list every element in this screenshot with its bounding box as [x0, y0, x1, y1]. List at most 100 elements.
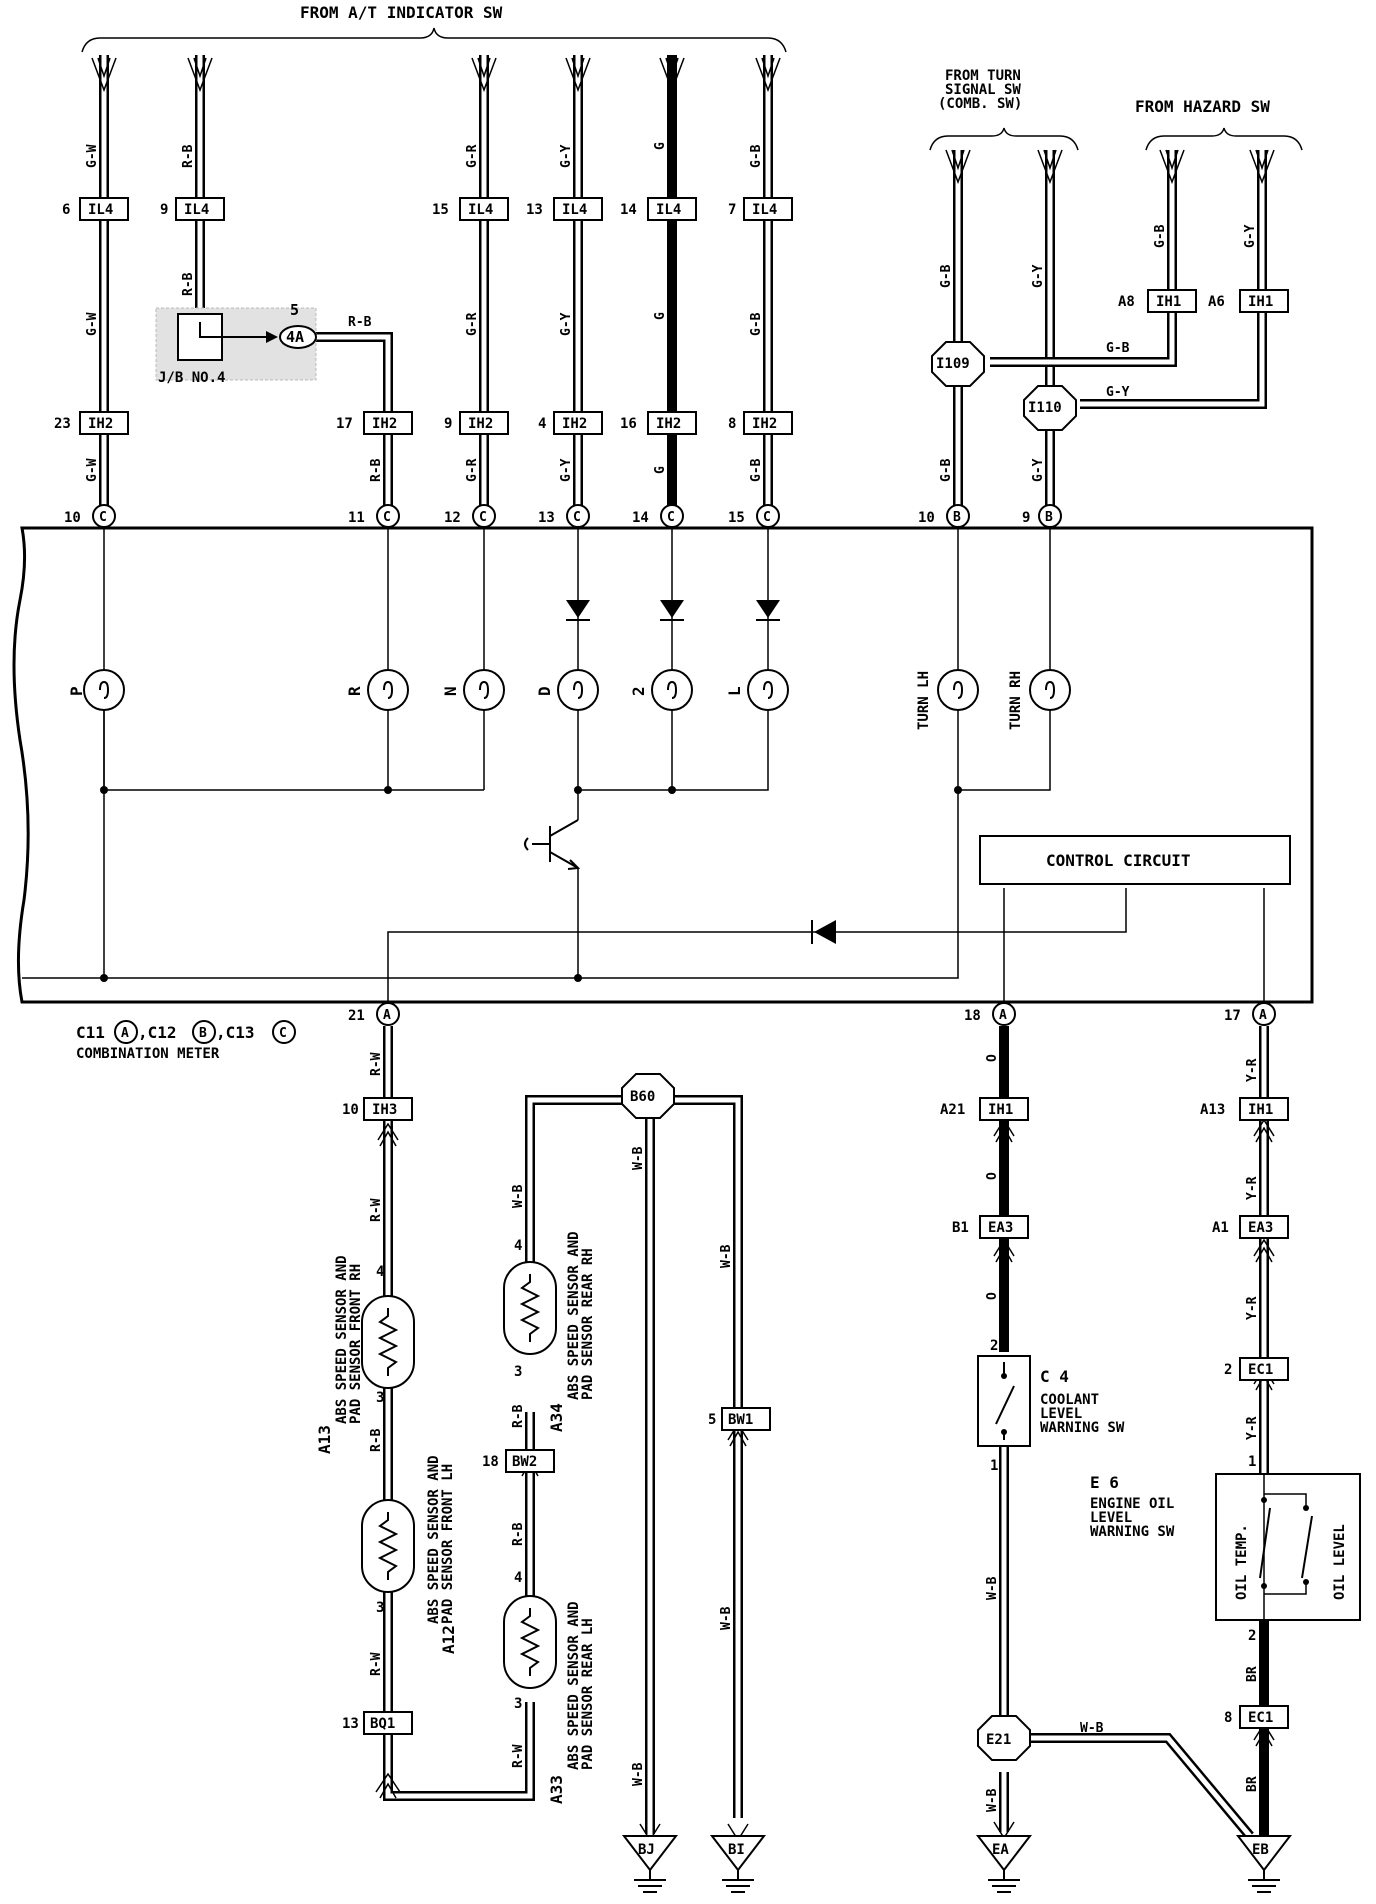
indicator-lamps: P R N D 2 L TURN LH TURN RH — [67, 669, 1071, 730]
svg-text:8: 8 — [1224, 1710, 1232, 1726]
svg-text:C: C — [573, 510, 581, 525]
wire-label-gy-1: G-Y — [559, 144, 574, 168]
meter-internal-wiring — [22, 527, 1265, 1016]
junction-b60: B60 — [621, 1073, 675, 1119]
svg-text:5: 5 — [708, 1412, 716, 1428]
lamp-n: N — [441, 669, 505, 711]
wire-label-gr-1: G-R — [465, 144, 480, 168]
wire-label-gr-2: G-R — [465, 312, 480, 336]
svg-text:16: 16 — [620, 416, 637, 432]
wire-label-rw-1: R-W — [369, 1052, 384, 1076]
svg-text:B: B — [199, 1026, 207, 1041]
svg-text:2: 2 — [629, 686, 648, 696]
ground-bj: BJ — [621, 1835, 679, 1893]
svg-text:LEVEL: LEVEL — [1040, 1406, 1082, 1422]
lamp-p: P — [67, 669, 125, 711]
svg-text:IL4: IL4 — [468, 202, 493, 218]
svg-text:IH2: IH2 — [372, 416, 397, 432]
wire-label-wb-6: W-B — [985, 1576, 1000, 1600]
svg-text:B: B — [953, 510, 961, 525]
wire-label-gw-3: G-W — [85, 458, 100, 482]
svg-text:14: 14 — [620, 202, 637, 218]
svg-text:B60: B60 — [630, 1089, 655, 1105]
svg-text:TURN RH: TURN RH — [1008, 671, 1024, 730]
svg-text:C11: C11 — [76, 1023, 105, 1042]
wire-label-gb-turn-2: G-B — [939, 458, 954, 482]
svg-text:TURN LH: TURN LH — [916, 671, 932, 730]
ground-eb: EB — [1235, 1835, 1293, 1893]
svg-text:1: 1 — [1248, 1454, 1256, 1470]
wire-label-rb-1: R-B — [181, 144, 196, 168]
svg-text:A: A — [121, 1026, 129, 1041]
svg-text:4: 4 — [538, 416, 546, 432]
svg-text:12: 12 — [444, 510, 461, 526]
svg-text:7: 7 — [728, 202, 736, 218]
svg-text:PAD SENSOR FRONT RH: PAD SENSOR FRONT RH — [348, 1264, 364, 1424]
wire-label-yr-2: Y-R — [1245, 1176, 1260, 1200]
svg-text:BI: BI — [728, 1842, 745, 1858]
svg-text:WARNING SW: WARNING SW — [1040, 1420, 1125, 1436]
wire-label-rw-2: R-W — [369, 1198, 384, 1222]
header-turn-signal-3: (COMB. SW) — [938, 96, 1022, 112]
ground-ea: EA — [975, 1835, 1033, 1893]
wire-label-g-3: G — [653, 466, 668, 474]
diodes — [566, 600, 836, 944]
svg-text:C: C — [763, 510, 771, 525]
svg-text:A21: A21 — [940, 1102, 965, 1118]
wire-label-wb-4: W-B — [719, 1244, 734, 1268]
wire-label-gy-turn-1: G-Y — [1031, 264, 1046, 288]
svg-text:4: 4 — [376, 1264, 384, 1280]
svg-text:B1: B1 — [952, 1220, 969, 1236]
wire-label-wb-5: W-B — [719, 1606, 734, 1630]
svg-text:C: C — [479, 510, 487, 525]
svg-text:N: N — [441, 686, 460, 696]
wire-label-wb-3: W-B — [631, 1762, 646, 1786]
svg-text:IH3: IH3 — [372, 1102, 397, 1118]
svg-text:IH2: IH2 — [752, 416, 777, 432]
wire-label-gw-2: G-W — [85, 312, 100, 336]
wire-label-g-2: G — [653, 312, 668, 320]
wire-label-br-1: BR — [1245, 1666, 1260, 1682]
wire-label-o-2: O — [985, 1172, 1000, 1180]
wire-label-rb-4: R-B — [369, 1428, 384, 1452]
svg-text:ABS SPEED SENSOR AND: ABS SPEED SENSOR AND — [426, 1455, 442, 1624]
svg-text:A1: A1 — [1212, 1220, 1229, 1236]
svg-text:2: 2 — [1224, 1362, 1232, 1378]
connector-ea3-a1: A1 EA3 — [1212, 1215, 1289, 1239]
svg-text:CONTROL CIRCUIT: CONTROL CIRCUIT — [1046, 851, 1191, 870]
wire-label-wb-7: W-B — [985, 1788, 1000, 1812]
svg-text:3: 3 — [514, 1696, 522, 1712]
junction-block-4: 4A 5 J/B NO.4 — [155, 301, 317, 386]
wire-label-br-2: BR — [1245, 1776, 1260, 1792]
svg-text:LEVEL: LEVEL — [1090, 1510, 1132, 1526]
lamp-d: D — [535, 669, 599, 711]
lower-left-wires — [383, 1026, 743, 1834]
svg-text:A: A — [1259, 1008, 1267, 1023]
top-wires — [99, 55, 1267, 520]
svg-text:IL4: IL4 — [562, 202, 587, 218]
junction-i109: I109 — [931, 341, 985, 387]
svg-text:IH2: IH2 — [468, 416, 493, 432]
svg-text:18: 18 — [964, 1008, 981, 1024]
wire-label-gb-turn-1: G-B — [939, 264, 954, 288]
wire-label-gy-cross: G-Y — [1106, 385, 1130, 400]
wire-label-g-1: G — [653, 142, 668, 150]
transistor — [524, 819, 581, 870]
svg-text:IL4: IL4 — [184, 202, 209, 218]
lamp-l: L — [725, 669, 789, 711]
wire-label-rb-3: R-B — [369, 458, 384, 482]
sensor-a34: 4 3 A34 ABS SPEED SENSOR AND PAD SENSOR … — [503, 1231, 596, 1432]
svg-text:EA3: EA3 — [1248, 1220, 1273, 1236]
